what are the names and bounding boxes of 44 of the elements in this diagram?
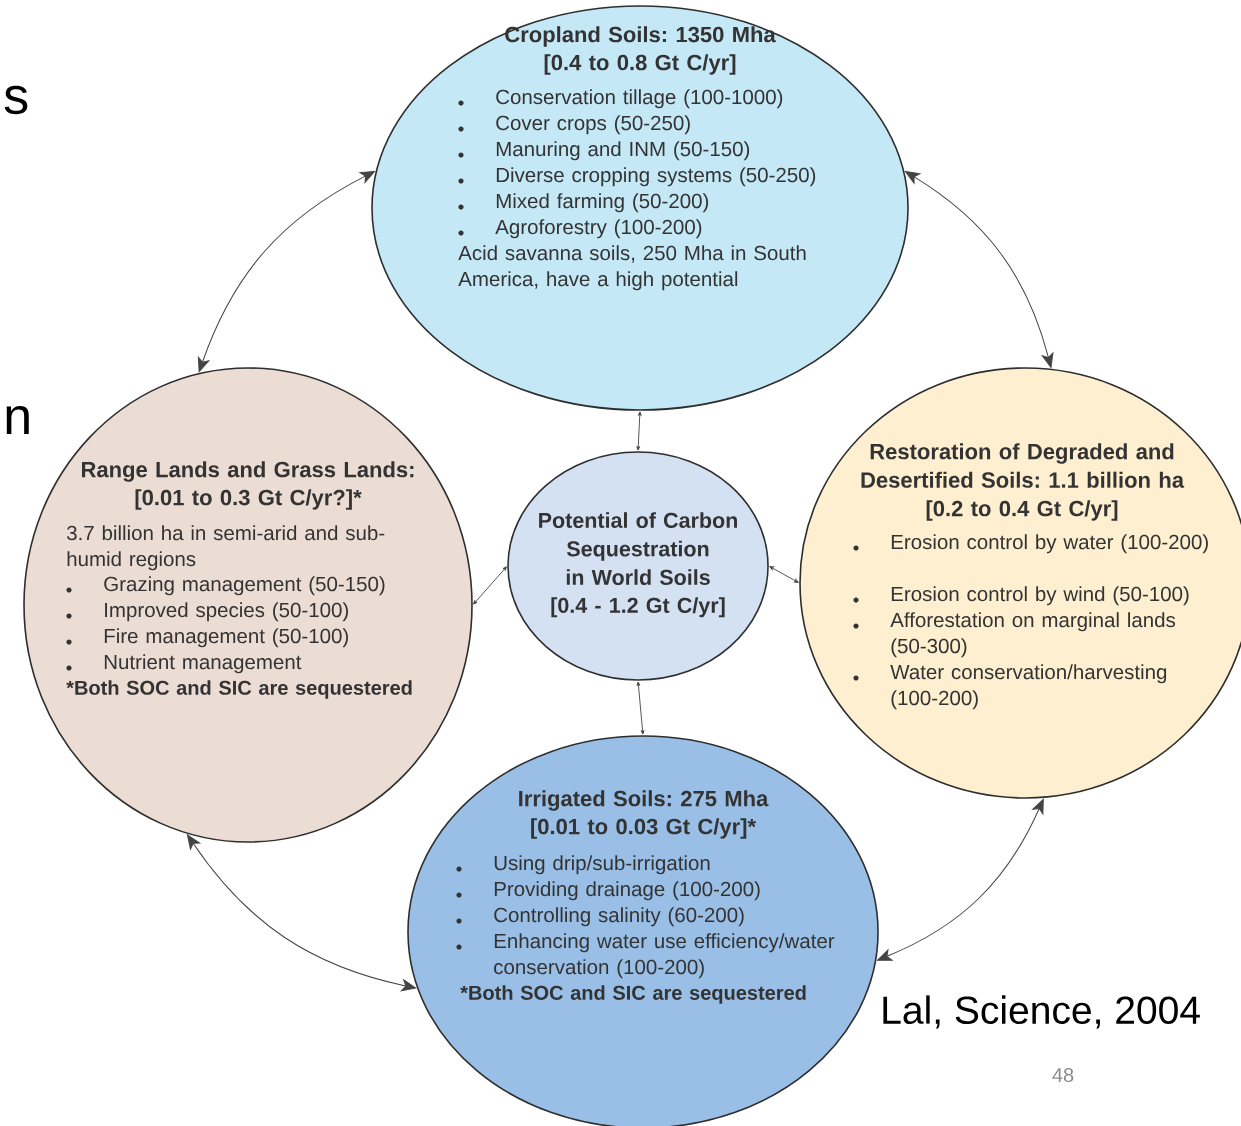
heading-text: [0.01 to 0.03 Gt C/yr]*: [531, 818, 757, 839]
bullet-item: Mixed farming (50-200): [496, 193, 709, 213]
bullet-item: Fire management (50-100): [104, 628, 348, 648]
citation-text: Lal, Science, 2004: [883, 995, 1200, 1029]
heading-text: Restoration of Degraded and Desertified Soils: 1.1 billion ha: [861, 443, 1185, 488]
heading-text: Potential of Carbon Sequestration in World Soils: [539, 512, 737, 585]
heading-text: [0.4 - 1.2 Gt C/yr]: [551, 597, 725, 618]
bullet-item: Afforestation on marginal lands (50-300): [890, 612, 1176, 658]
bullet-item: Providing drainage (100-200): [494, 881, 760, 901]
bullet-item: Cover crops (50-250): [496, 115, 690, 135]
arrow: [904, 171, 1054, 368]
arrow: [877, 798, 1044, 961]
bullet-item: Erosion control by water (100-200): [891, 534, 1208, 554]
heading-text: [0.4 to 0.8 Gt C/yr]: [544, 54, 736, 75]
body-text: Acid savanna soils, 250 Mha in South America, have a high potential: [458, 245, 806, 291]
bullet-item: Improved species (50-100): [105, 602, 348, 622]
footnote-text: *Both SOC and SIC are sequestered: [460, 985, 806, 1004]
bullet-item: Manuring and INM (50-150): [496, 141, 750, 161]
bullet-item: Water conservation/harvesting (100-200): [890, 664, 1167, 710]
bullet-item: Conservation tillage (100-1000): [496, 89, 783, 109]
bullet-item: Erosion control by wind (50-100): [891, 586, 1189, 606]
arrow: [636, 681, 645, 735]
bullet-item: Nutrient management: [104, 654, 302, 674]
page-number: 48: [1052, 1067, 1074, 1083]
footnote-text: *Both SOC and SIC are sequestered: [66, 680, 412, 699]
bullet-item: Enhancing water use efficiency/water conservation (100-200): [494, 933, 835, 979]
heading-text: [0.2 to 0.4 Gt C/yr]: [926, 500, 1118, 521]
heading-text: [0.01 to 0.3 Gt C/yr?]*: [135, 489, 362, 510]
bullet-item: Controlling salinity (60-200): [494, 907, 744, 927]
heading-text: Cropland Soils: 1350 Mha: [505, 26, 776, 47]
arrow: [197, 170, 376, 373]
bullet-item: Grazing management (50-150): [104, 576, 385, 596]
arrow: [636, 411, 642, 451]
slide-text: n: [6, 406, 29, 434]
bullet-item: Agroforestry (100-200): [495, 219, 702, 239]
slide-text: s: [4, 85, 28, 115]
arrow: [186, 834, 417, 992]
bullet-item: Using drip/sub-irrigation: [494, 855, 710, 875]
arrow: [473, 566, 507, 605]
arrow: [769, 566, 799, 583]
body-text: 3.7 billion ha in semi-arid and sub-humid regions: [67, 525, 385, 571]
heading-text: Range Lands and Grass Lands:: [82, 461, 414, 482]
heading-text: Irrigated Soils: 275 Mha: [519, 790, 769, 811]
bullet-item: Diverse cropping systems (50-250): [496, 167, 816, 187]
